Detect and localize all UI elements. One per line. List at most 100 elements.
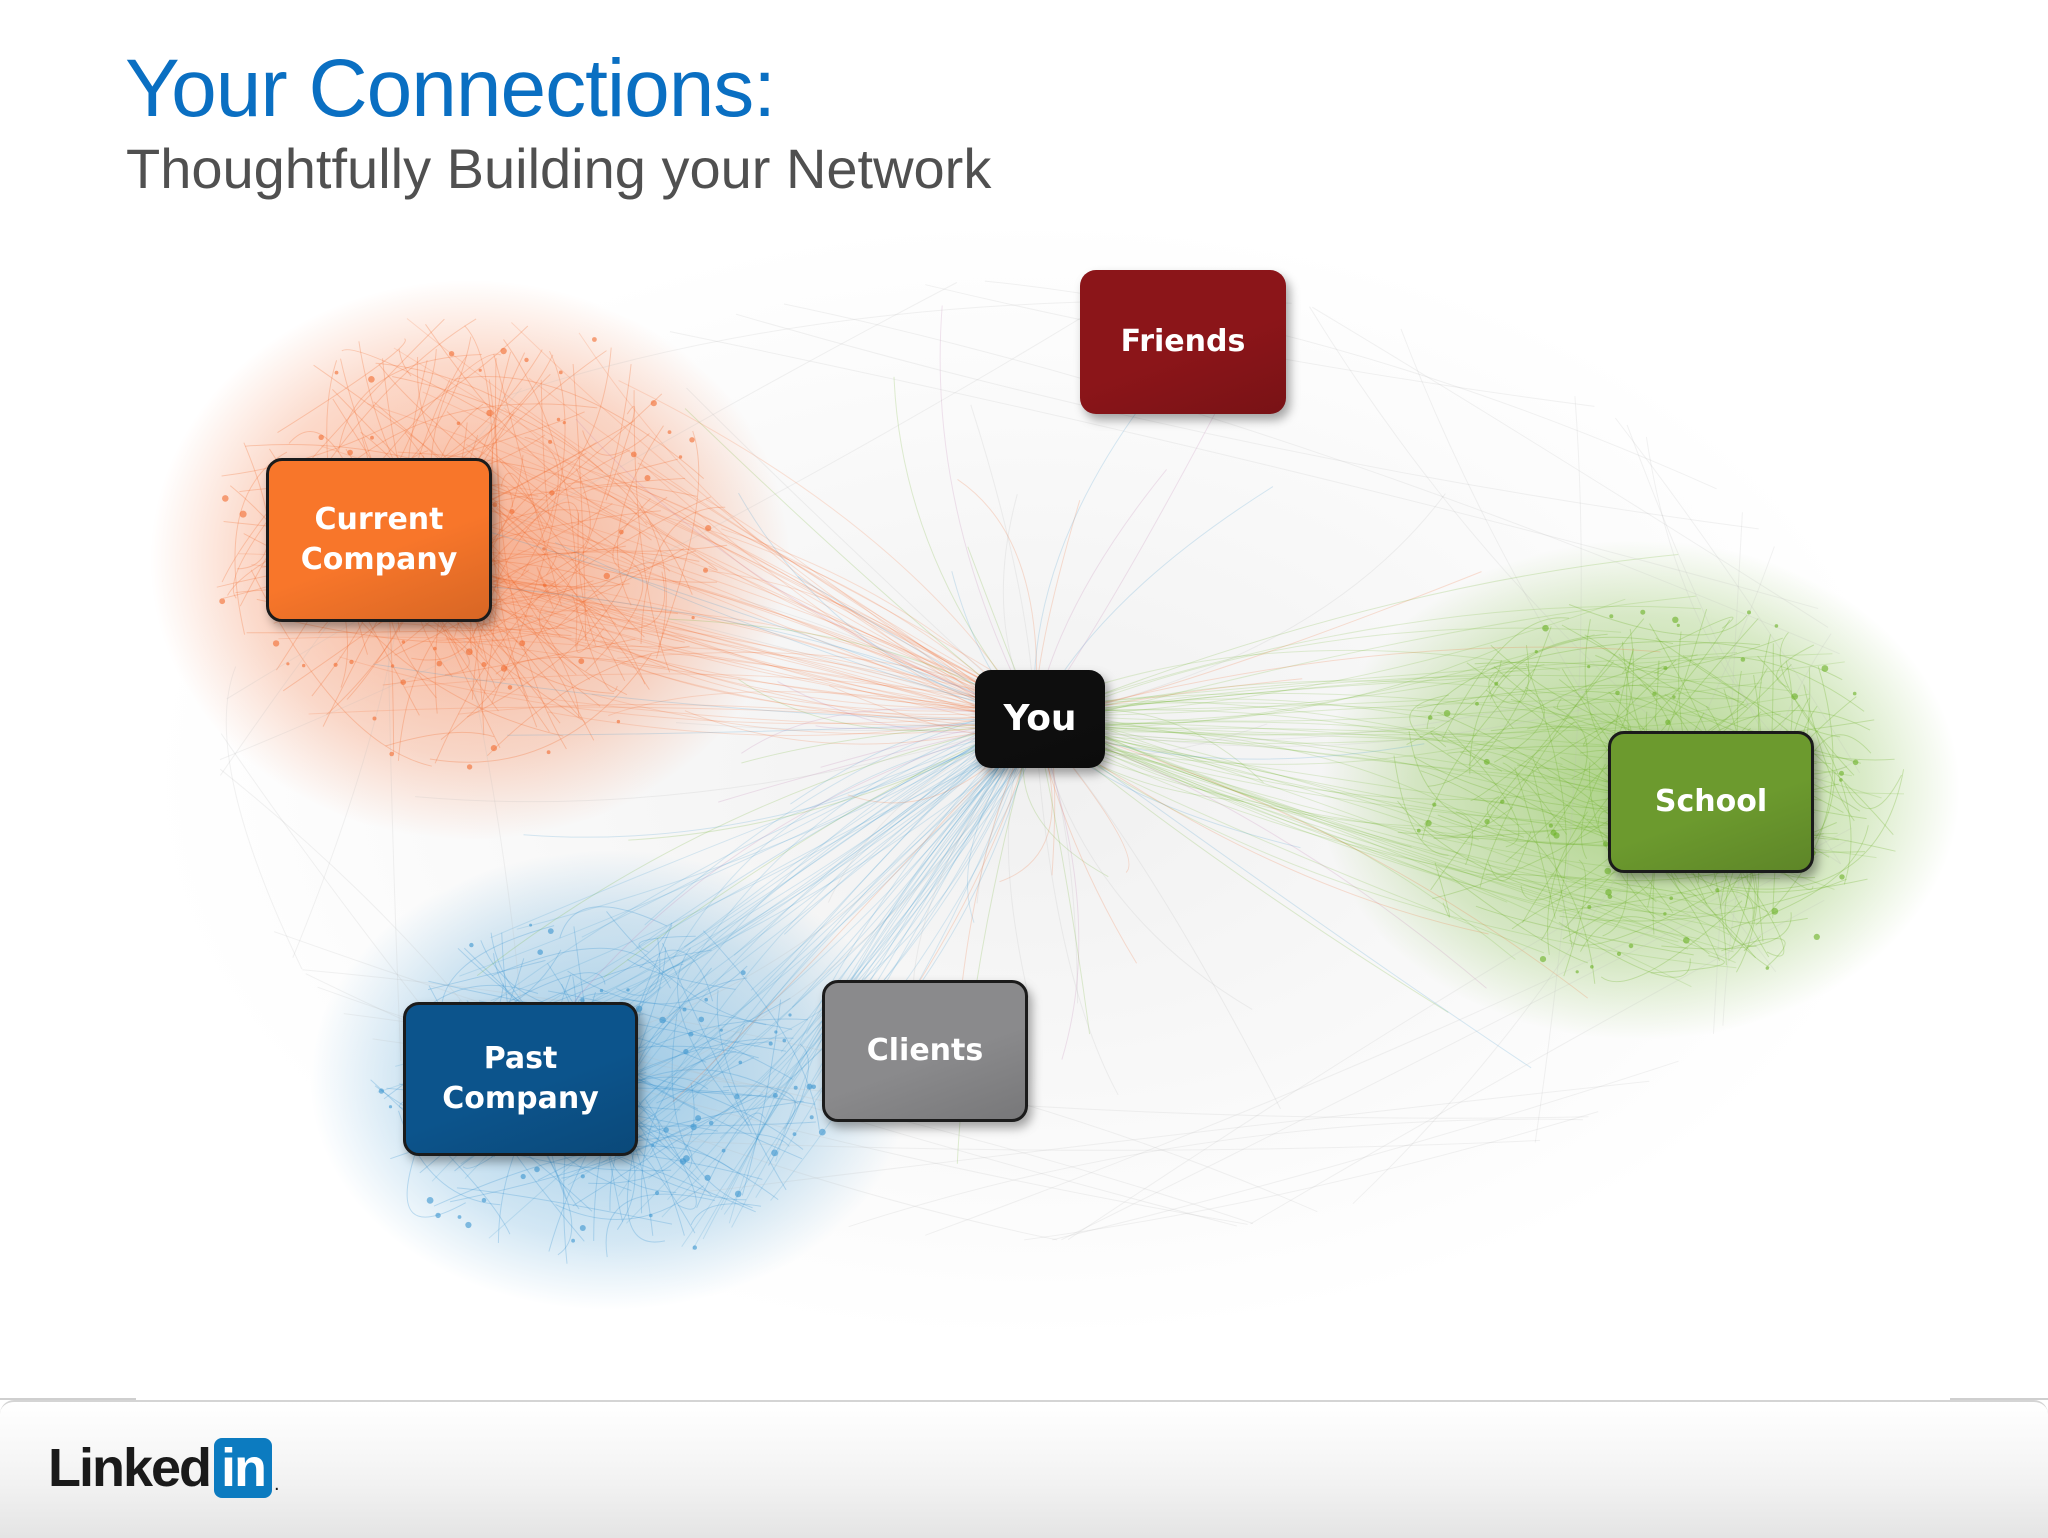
network-node-dot	[400, 679, 407, 685]
network-edge	[440, 364, 632, 741]
network-edge	[275, 606, 593, 643]
network-edge	[1489, 636, 1674, 700]
network-edge	[1045, 709, 1695, 820]
network-edge	[1033, 595, 1697, 731]
network-edge	[572, 1093, 752, 1207]
network-edge	[775, 721, 1031, 1162]
network-edge	[376, 621, 1031, 718]
network-edge	[375, 362, 604, 472]
network-node-dot	[708, 1120, 714, 1126]
network-edge	[1493, 686, 1545, 763]
network-node-dot	[1839, 778, 1843, 782]
network-edge	[449, 1120, 700, 1203]
network-edge	[770, 721, 1037, 1201]
network-node-dot	[719, 1028, 723, 1032]
network-edge	[1030, 729, 1711, 810]
network-edge	[575, 418, 1036, 721]
network-edge	[1035, 726, 1730, 936]
network-edge	[1487, 831, 1532, 881]
network-edge	[547, 719, 1036, 1034]
network-edge	[1024, 713, 1554, 800]
network-edge	[608, 691, 1034, 718]
linkedin-logo: Linked in .	[48, 1436, 280, 1500]
network-edge	[1397, 800, 1691, 917]
network-edge	[1664, 693, 1862, 764]
network-node-dot	[688, 1031, 694, 1037]
network-edge	[1042, 727, 1508, 903]
network-edge	[219, 282, 1138, 761]
network-node-dot	[721, 1148, 726, 1153]
friends-box[interactable]: Friends	[1080, 270, 1286, 414]
network-edge	[661, 732, 1024, 1096]
network-edge	[612, 498, 651, 572]
network-edge	[1776, 644, 1815, 688]
network-edge	[476, 347, 612, 552]
network-node-dot	[616, 719, 621, 724]
network-node-dot	[579, 1225, 586, 1231]
network-edge	[702, 930, 820, 1130]
network-edge	[1034, 605, 1701, 717]
current-company-box[interactable]: Current Company	[266, 458, 492, 622]
network-edge	[848, 1118, 1583, 1228]
network-node-dot	[1774, 624, 1779, 628]
network-edge	[1434, 862, 1451, 918]
network-edge	[692, 713, 1047, 1250]
network-edge	[605, 1193, 716, 1258]
network-node-dot	[580, 1174, 585, 1179]
network-edge	[392, 376, 693, 595]
network-edge	[592, 728, 1023, 998]
network-edge	[1041, 722, 1781, 880]
network-node-dot	[1852, 691, 1857, 696]
network-edge	[582, 485, 698, 497]
network-edge	[720, 728, 1037, 1211]
network-edge	[559, 906, 668, 939]
past-company-box[interactable]: Past Company	[403, 1002, 638, 1156]
network-edge	[491, 947, 671, 989]
network-node-dot	[1640, 609, 1646, 615]
network-edge	[1036, 713, 1781, 736]
network-edge	[487, 645, 690, 757]
network-node-dot	[546, 750, 551, 755]
network-node-dot	[650, 400, 657, 407]
network-node-dot	[659, 1016, 666, 1024]
network-edge	[471, 449, 631, 700]
network-edge	[481, 483, 1022, 713]
network-edge	[1757, 655, 1852, 885]
network-edge	[493, 437, 1050, 725]
network-edge	[404, 673, 1027, 706]
network-node-dot	[734, 1093, 740, 1100]
network-node-dot	[1604, 867, 1612, 875]
network-edge	[616, 473, 667, 659]
school-box[interactable]: School	[1608, 731, 1814, 873]
network-node-dot	[1771, 907, 1779, 915]
network-edge	[780, 728, 1035, 1053]
network-node-dot	[618, 529, 624, 535]
you-box[interactable]: You	[975, 670, 1105, 768]
network-edge	[735, 728, 1051, 1107]
network-edge	[660, 713, 1028, 1014]
network-node-dot	[466, 764, 473, 770]
network-node-dot	[1715, 888, 1720, 893]
network-edge	[626, 1137, 666, 1243]
network-edge	[1034, 719, 1532, 1069]
network-edge	[1024, 707, 1480, 841]
network-edge	[434, 557, 589, 764]
network-edge	[1561, 624, 1710, 709]
network-edge	[1036, 714, 1723, 917]
network-node-dot	[1839, 770, 1844, 776]
network-edge	[313, 364, 645, 638]
clients-box[interactable]: Clients	[822, 980, 1028, 1122]
network-edge	[1678, 616, 1734, 641]
network-edge	[1654, 660, 1660, 722]
network-node-dot	[1534, 650, 1538, 654]
network-edge	[1034, 719, 1080, 1060]
network-edge	[570, 521, 1038, 712]
network-node-dot	[562, 421, 566, 425]
network-node-dot	[219, 598, 226, 605]
network-edge	[1034, 493, 1446, 721]
network-node-dot	[1475, 701, 1479, 706]
network-node-dot	[698, 1016, 705, 1023]
network-edge	[600, 640, 1021, 709]
network-edge	[425, 622, 470, 676]
network-node-dot	[667, 430, 672, 434]
